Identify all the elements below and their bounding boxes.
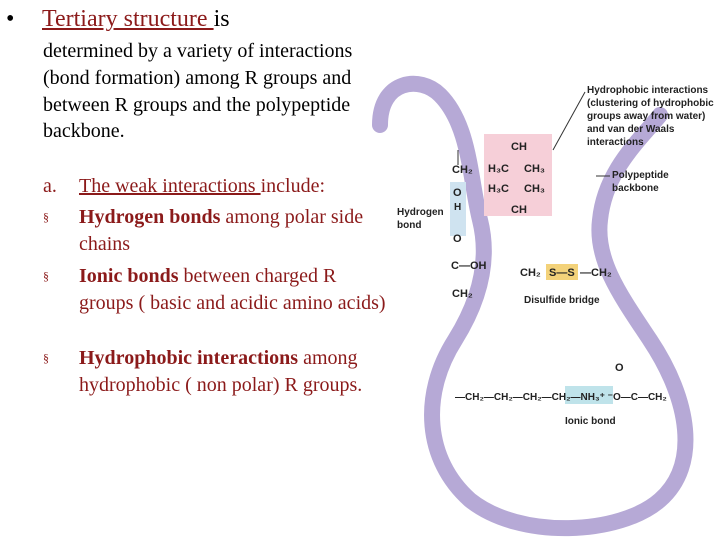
list-item-bold: Ionic bonds — [79, 265, 179, 287]
subpoint-rest: include: — [260, 175, 326, 197]
slide-title: • Tertiary structure is — [6, 4, 230, 34]
hbond-label-line2: bond — [397, 220, 421, 231]
chem-ch-top: CH — [511, 141, 527, 153]
list-marker: § — [43, 351, 49, 365]
list-marker: § — [43, 269, 49, 283]
chem-ch2-lower: CH₂ — [452, 288, 473, 300]
hbond-box — [450, 182, 466, 236]
chem-ch2-ss-left: CH₂ — [520, 267, 541, 279]
chem-c-oh: C—OH — [451, 260, 487, 272]
chem-ch3-1: CH₃ — [524, 163, 545, 175]
title-rest: is — [213, 6, 230, 32]
tertiary-structure-diagram: CH H₃C CH₃ H₃C CH₃ CH CH₂ O H O C—OH CH₂… — [372, 75, 714, 537]
title-bullet: • — [6, 6, 15, 32]
list-item-bold: Hydrophobic interactions — [79, 347, 299, 369]
chem-o-2: O — [453, 233, 462, 245]
list-marker: § — [43, 210, 49, 224]
chem-h3c-2: H₃C — [488, 183, 509, 195]
list-item-text: among hydrophobic ( non polar) R groups. — [79, 347, 363, 396]
hydrophobic-label-4: and van der Waals — [587, 124, 675, 135]
hydrophobic-box — [484, 134, 552, 216]
hbond-label-line1: Hydrogen — [397, 207, 444, 218]
intro-paragraph: determined by a variety of interactions … — [43, 40, 353, 143]
ionic-label: Ionic bond — [565, 416, 616, 427]
chem-ch2-left: CH₂ — [452, 164, 473, 176]
chem-s-s: S—S — [549, 267, 575, 279]
subpoint-marker: a. — [43, 175, 57, 197]
subpoint-underlined: The weak interactions — [79, 175, 261, 197]
hydrophobic-label-5: interactions — [587, 137, 644, 148]
title-heading: Tertiary structure — [42, 6, 214, 32]
backbone-label-1: Polypeptide — [612, 170, 669, 181]
chem-ch2-ss-right: —CH₂ — [580, 267, 612, 279]
list-item-bold: Hydrogen bonds — [79, 206, 221, 228]
hydrophobic-pointer — [552, 91, 586, 151]
hydrophobic-label-3: groups away from water) — [587, 111, 705, 122]
hydrophobic-label-1: Hydrophobic interactions — [587, 85, 709, 96]
backbone-label-2: backbone — [612, 183, 659, 194]
chem-h: H — [454, 202, 461, 213]
chem-o-1: O — [453, 187, 462, 199]
hydrophobic-label-2: (clustering of hydrophobic — [587, 98, 714, 109]
disulfide-label: Disulfide bridge — [524, 295, 600, 306]
chem-ch3-2: CH₃ — [524, 183, 545, 195]
chem-h3c-1: H₃C — [488, 163, 509, 175]
disulfide-box — [546, 264, 578, 280]
ionic-box — [565, 386, 613, 404]
chem-chain-ionic: —CH₂—CH₂—CH₂—CH₂—NH₃⁺ ⁻O—C—CH₂ — [455, 392, 667, 403]
list-item-text: among polar side chains — [79, 206, 364, 255]
list-item-text: between charged R groups ( basic and aci… — [79, 265, 386, 314]
polypeptide-backbone — [372, 75, 694, 537]
chem-ch-bottom: CH — [511, 204, 527, 216]
chem-o-top: O — [615, 362, 624, 374]
